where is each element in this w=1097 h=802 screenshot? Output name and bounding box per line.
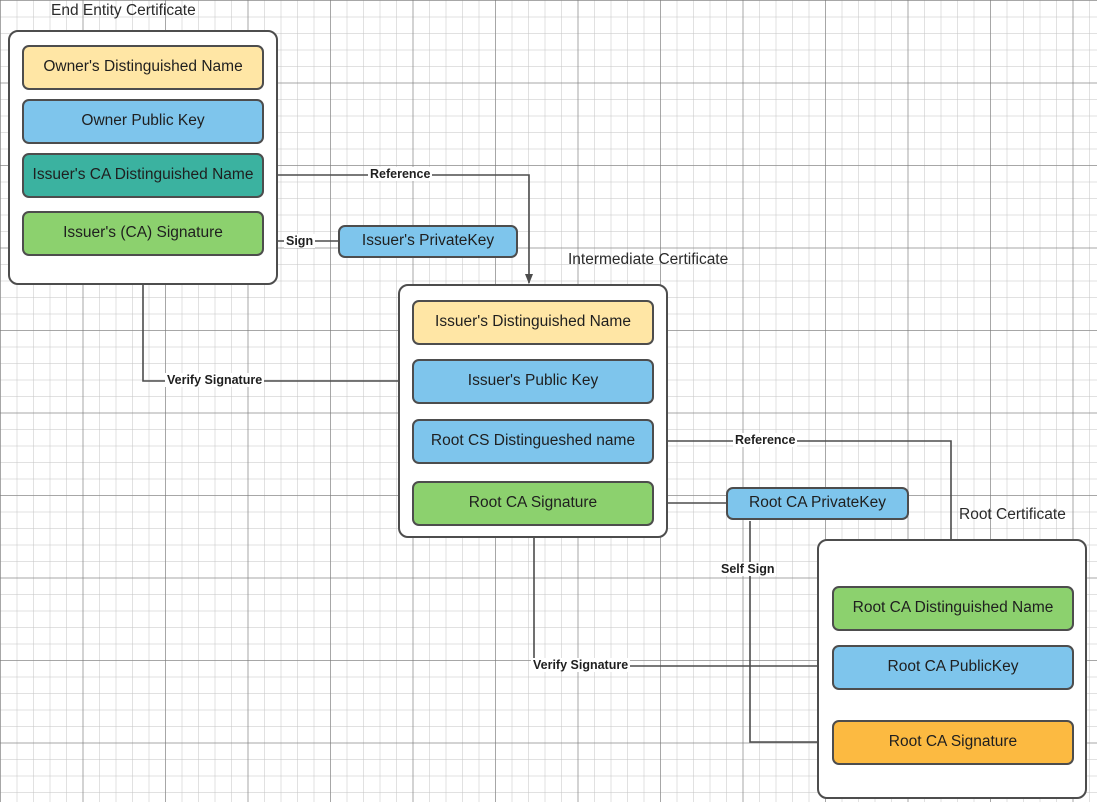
node-issuers-privatekey[interactable]: Issuer's PrivateKey — [338, 225, 518, 258]
edge-label-self-sign: Self Sign — [719, 562, 777, 576]
caption-end-entity-certificate: End Entity Certificate — [51, 2, 196, 19]
node-owner-distinguished-name[interactable]: Owner's Distinguished Name — [22, 45, 264, 90]
node-root-ca-distinguished-name[interactable]: Root CA Distinguished Name — [832, 586, 1074, 631]
caption-root-certificate: Root Certificate — [959, 506, 1066, 523]
node-root-ca-signature-intermediate[interactable]: Root CA Signature — [412, 481, 654, 526]
caption-intermediate-certificate: Intermediate Certificate — [568, 251, 729, 268]
edge-label-reference-bottom: Reference — [733, 433, 798, 447]
node-issuers-ca-signature[interactable]: Issuer's (CA) Signature — [22, 211, 264, 256]
edge-label-reference-top: Reference — [368, 167, 433, 181]
node-root-ca-signature-root[interactable]: Root CA Signature — [832, 720, 1074, 765]
node-root-ca-public-key[interactable]: Root CA PublicKey — [832, 645, 1074, 690]
edge-verify-signature-bottom — [530, 527, 833, 667]
edge-label-verify-signature-bottom: Verify Signature — [531, 658, 631, 672]
node-issuers-public-key[interactable]: Issuer's Public Key — [412, 359, 654, 404]
node-issuer-ca-distinguished-name[interactable]: Issuer's CA Distinguished Name — [22, 153, 264, 198]
node-root-cs-distingueshed-name[interactable]: Root CS Distingueshed name — [412, 419, 654, 464]
edge-self-sign — [749, 521, 828, 746]
edge-label-verify-signature-top: Verify Signature — [165, 373, 265, 387]
edge-label-sign: Sign — [284, 234, 316, 248]
node-owner-public-key[interactable]: Owner Public Key — [22, 99, 264, 144]
node-issuers-distinguished-name[interactable]: Issuer's Distinguished Name — [412, 300, 654, 345]
node-root-ca-privatekey[interactable]: Root CA PrivateKey — [726, 487, 909, 520]
